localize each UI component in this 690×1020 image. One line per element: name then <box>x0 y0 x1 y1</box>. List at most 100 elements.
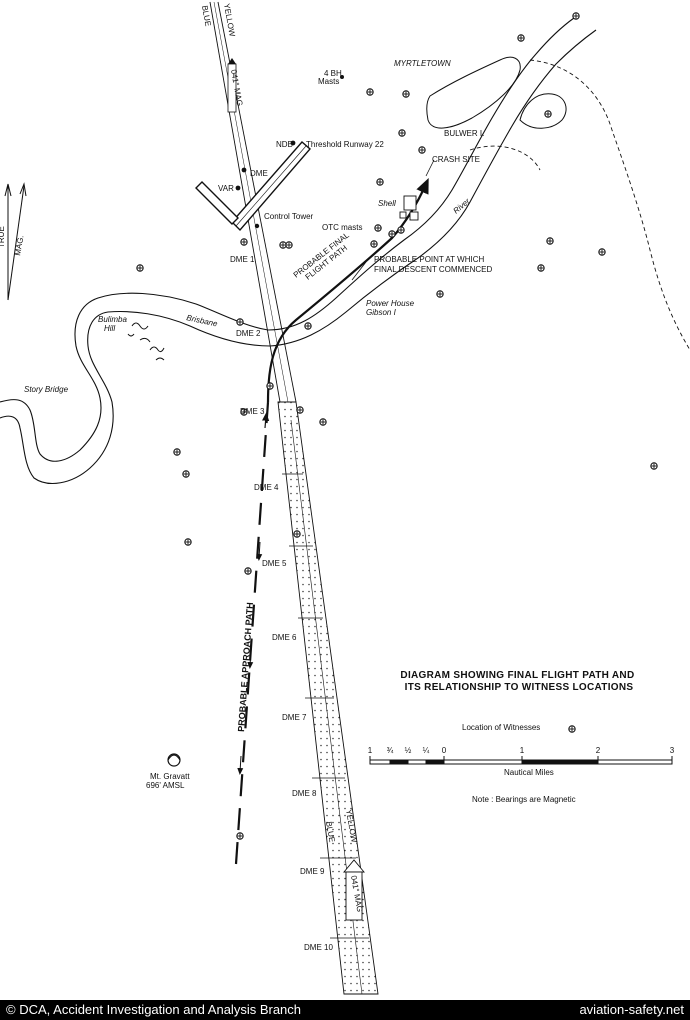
probable-final-flight-path <box>262 177 429 429</box>
label-ndb: NDB <box>276 140 293 149</box>
dme-label: DME 2 <box>236 329 261 338</box>
label-mag: MAG. <box>13 235 25 257</box>
label-approach-path: PROBABLE APPROACH PATH <box>236 602 255 732</box>
legend-note: Note : Bearings are Magnetic <box>472 795 576 804</box>
scale-ticks: 1 ¾ ½ ¼ 0 1 2 3 <box>368 746 675 755</box>
scale-bar <box>369 756 673 765</box>
witness-marker <box>376 178 384 186</box>
legend-title: DIAGRAM SHOWING FINAL FLIGHT PATH AND IT… <box>400 670 637 693</box>
svg-text:¼: ¼ <box>423 746 430 755</box>
scale-unit: Nautical Miles <box>504 768 554 777</box>
brisbane-river <box>0 17 597 484</box>
label-blue-top: BLUE <box>200 5 212 27</box>
label-true: TRUE <box>0 226 6 248</box>
witness-marker <box>546 237 554 245</box>
witness-marker <box>236 318 244 326</box>
descent-point-leader <box>351 261 367 281</box>
witness-marker <box>366 88 374 96</box>
witness-marker <box>650 462 658 470</box>
witness-marker <box>236 832 244 840</box>
legend: DIAGRAM SHOWING FINAL FLIGHT PATH AND IT… <box>368 670 675 804</box>
witness-marker <box>244 567 252 575</box>
shell-installations <box>399 195 419 221</box>
witness-marker <box>544 110 552 118</box>
label-story-bridge: Story Bridge <box>24 385 69 394</box>
footer-site: aviation-safety.net <box>579 1002 684 1017</box>
dme-label: DME 8 <box>292 789 317 798</box>
bulimba-hill-contours <box>127 322 165 361</box>
witness-marker <box>240 238 248 246</box>
label-otc-masts: OTC masts <box>322 223 362 232</box>
dme-label: DME 9 <box>300 867 325 876</box>
dme-label: DME 3 <box>240 407 265 416</box>
witness-marker <box>266 382 274 390</box>
svg-text:3: 3 <box>670 746 675 755</box>
legend-witness-symbol <box>568 725 576 733</box>
label-control-tower: Control Tower <box>264 212 314 221</box>
footer-credit: © DCA, Accident Investigation and Analys… <box>6 1002 302 1017</box>
witness-marker <box>537 264 545 272</box>
crash-site-leader <box>425 159 435 177</box>
svg-text:¾: ¾ <box>387 746 394 755</box>
witness-marker <box>182 470 190 478</box>
witness-marker <box>319 418 327 426</box>
dme-label: DME 5 <box>262 559 287 568</box>
witness-marker <box>598 248 606 256</box>
witness-marker <box>388 230 396 238</box>
witness-marker <box>398 129 406 137</box>
bulwer-island-outline <box>426 56 567 129</box>
svg-text:1: 1 <box>368 746 373 755</box>
svg-text:1: 1 <box>520 746 525 755</box>
heading-arrow-top <box>227 58 237 113</box>
witness-marker <box>173 448 181 456</box>
witness-marker <box>279 241 287 249</box>
witness-marker <box>517 34 525 42</box>
label-myrtletown: MYRTLETOWN <box>394 59 451 68</box>
navaid-markers <box>235 75 344 229</box>
label-crash-site: CRASH SITE <box>432 155 480 164</box>
label-threshold: Threshold Runway 22 <box>306 140 384 149</box>
label-shell: Shell <box>378 199 396 208</box>
svg-text:½: ½ <box>405 746 412 755</box>
heading-arrow-bottom <box>343 859 365 921</box>
coastline-east <box>469 59 690 351</box>
label-dme: DME <box>250 169 268 178</box>
probable-approach-path <box>234 401 270 865</box>
witness-marker <box>397 226 405 234</box>
dme-label: DME 7 <box>282 713 307 722</box>
dme-label: DME 6 <box>272 633 297 642</box>
dme-label: DME 4 <box>254 483 279 492</box>
runway-22 <box>195 141 311 232</box>
label-bulwer: BULWER I. <box>444 129 484 138</box>
witness-marker <box>293 530 301 538</box>
witness-marker <box>184 538 192 546</box>
svg-text:2: 2 <box>596 746 601 755</box>
footer-bar: © DCA, Accident Investigation and Analys… <box>0 1000 690 1020</box>
witness-marker <box>436 290 444 298</box>
witness-marker <box>572 12 580 20</box>
dme-label: DME 10 <box>304 943 333 952</box>
witness-marker <box>296 406 304 414</box>
label-var: VAR <box>218 184 234 193</box>
north-arrow <box>4 182 27 301</box>
legend-witness-label: Location of Witnesses <box>462 723 540 732</box>
witness-marker <box>304 322 312 330</box>
dme-labels: DME 1 DME 2 DME 3 DME 4 DME 5 DME 6 DME … <box>230 255 333 952</box>
witness-marker <box>370 240 378 248</box>
witness-marker <box>374 224 382 232</box>
witness-locations <box>136 12 658 840</box>
dme-label: DME 1 <box>230 255 255 264</box>
svg-text:0: 0 <box>442 746 447 755</box>
witness-marker <box>418 146 426 154</box>
witness-marker <box>402 90 410 98</box>
mt-gravatt-marker <box>167 753 181 767</box>
witness-marker <box>285 241 293 249</box>
label-blue-bottom: BLUE <box>324 821 336 843</box>
